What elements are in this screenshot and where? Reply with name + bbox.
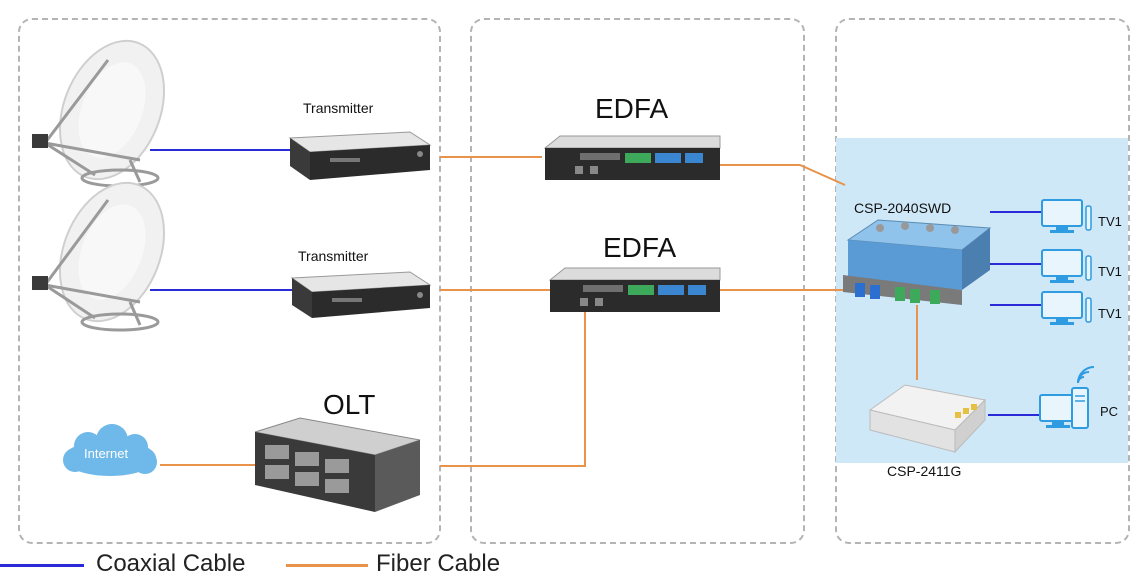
tv-label-2: TV1 xyxy=(1098,264,1122,279)
satellite-dish-icon xyxy=(32,181,166,332)
transmitter-device-icon xyxy=(288,131,432,180)
edfa-device-icon xyxy=(548,267,721,312)
legend-coaxial-label: Coaxial Cable xyxy=(96,550,246,577)
legend-fiber-swatch xyxy=(286,564,368,567)
edfa-label-1: EDFA xyxy=(595,93,669,124)
ont-label: CSP-2411G xyxy=(887,463,962,479)
transmitter-label-2: Transmitter xyxy=(298,248,369,264)
legend-fiber-label: Fiber Cable xyxy=(376,550,501,577)
fiber-cable-olt-edfa2 xyxy=(440,312,586,467)
pc-computer-icon xyxy=(1039,387,1089,429)
optical-node-icon xyxy=(843,219,992,305)
tv-monitor-icon xyxy=(1041,291,1092,325)
edfa-label-2: EDFA xyxy=(603,232,677,263)
olt-label: OLT xyxy=(323,389,376,420)
tv-monitor-icon xyxy=(1041,249,1092,283)
pc-label: PC xyxy=(1100,404,1119,419)
tv-monitor-icon xyxy=(1041,199,1092,233)
tv-label-1: TV1 xyxy=(1098,214,1122,229)
legend-coaxial-swatch xyxy=(0,564,84,567)
internet-cloud-icon xyxy=(63,424,157,476)
edfa-device-icon xyxy=(543,135,721,180)
tv-label-3: TV1 xyxy=(1098,306,1122,321)
panel-amplifiers xyxy=(470,18,805,544)
olt-device-icon xyxy=(254,417,421,512)
fiber-cable-edfa1-node xyxy=(720,164,846,186)
transmitter-label-1: Transmitter xyxy=(303,100,374,116)
panel-sources xyxy=(18,18,441,544)
wifi-icon xyxy=(1077,366,1095,384)
node-label: CSP-2040SWD xyxy=(854,200,952,216)
internet-label: Internet xyxy=(84,446,129,461)
ont-device-icon xyxy=(868,384,987,454)
satellite-dish-icon xyxy=(32,39,166,188)
transmitter-device-icon xyxy=(290,271,432,318)
